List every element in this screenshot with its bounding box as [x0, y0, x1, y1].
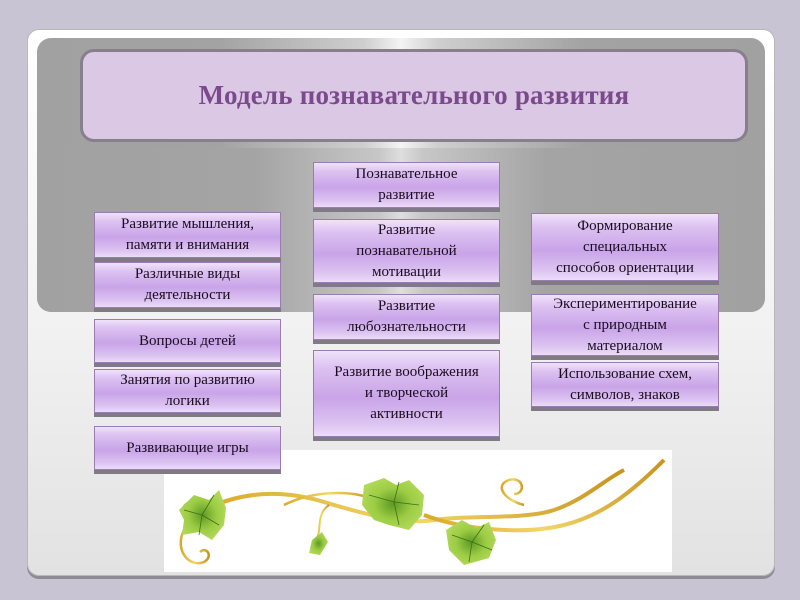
- box-label: Развитие любознательности: [347, 298, 466, 335]
- left-box-activities[interactable]: Различные виды деятельности: [94, 262, 281, 308]
- left-box-educational-games[interactable]: Развивающие игры: [94, 426, 281, 470]
- title-box: Модель познавательного развития: [80, 49, 748, 142]
- right-box-schemes-symbols[interactable]: Использование схем, символов, знаков: [531, 362, 719, 407]
- slide-title: Модель познавательного развития: [198, 80, 630, 110]
- left-box-thinking-memory[interactable]: Развитие мышления, памяти и внимания: [94, 212, 281, 258]
- box-label: Развитие познавательной мотивации: [356, 221, 457, 280]
- grape-vine-icon: [164, 450, 672, 572]
- box-label: Познавательное развитие: [355, 166, 458, 203]
- box-label: Экспериментирование с природным материал…: [553, 295, 697, 354]
- box-label: Развивающие игры: [126, 439, 249, 456]
- box-label: Развитие воображения и творческой активн…: [334, 364, 479, 422]
- center-box-motivation[interactable]: Развитие познавательной мотивации: [313, 219, 500, 283]
- left-box-logic-lessons[interactable]: Занятия по развитию логики: [94, 369, 281, 413]
- center-box-imagination[interactable]: Развитие воображения и творческой активн…: [313, 350, 500, 437]
- box-label: Развитие мышления, памяти и внимания: [121, 216, 254, 253]
- center-box-curiosity[interactable]: Развитие любознательности: [313, 294, 500, 340]
- center-box-cognitive-development[interactable]: Познавательное развитие: [313, 162, 500, 208]
- box-label: Использование схем, символов, знаков: [558, 365, 692, 403]
- right-box-experimentation[interactable]: Экспериментирование с природным материал…: [531, 294, 719, 356]
- box-label: Формирование специальных способов ориент…: [556, 217, 694, 276]
- right-box-orientation-methods[interactable]: Формирование специальных способов ориент…: [531, 213, 719, 281]
- box-label: Различные виды деятельности: [134, 266, 241, 303]
- box-label: Вопросы детей: [139, 332, 236, 349]
- box-label: Занятия по развитию логики: [120, 372, 255, 409]
- left-box-children-questions[interactable]: Вопросы детей: [94, 319, 281, 363]
